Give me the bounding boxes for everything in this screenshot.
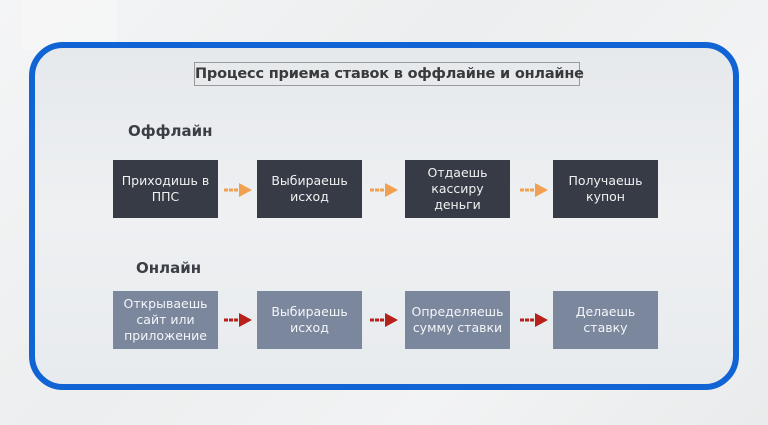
step-text-line: кассиру деньги [431,181,484,212]
diagram-title: Процесс приема ставок в оффлайне и онлай… [194,62,584,86]
step-text-line: Определяешь [411,304,504,319]
step-text-line: сумму ставки [412,320,503,335]
arrow-right-icon [520,183,548,197]
background-shape [22,0,117,50]
arrow-right-icon [224,313,252,327]
step-text-line: Делаешь ставку [575,304,636,335]
step-text-line: Получаешь [568,173,643,188]
arrow-right-icon [370,183,398,197]
step-text-line: купон [586,189,625,204]
online-step-4: Делаешь ставку [553,291,658,349]
step-text-line: Выбираешь [271,304,348,319]
step-text-line: сайт или [136,312,195,327]
offline-section-label: Оффлайн [128,122,213,140]
online-section-label: Онлайн [136,259,202,277]
arrow-right-icon [520,313,548,327]
step-text-line: Отдаешь [427,165,488,180]
arrow-right-icon [224,183,252,197]
step-text-line: исход [290,189,329,204]
step-text-line: Открываешь [123,296,208,311]
step-text-line: приложение [124,328,207,343]
step-text-line: исход [290,320,329,335]
arrow-right-icon [370,313,398,327]
step-text-line: Приходишь в [121,173,210,188]
step-text-line: ППС [151,189,180,204]
step-text-line: Выбираешь [271,173,348,188]
